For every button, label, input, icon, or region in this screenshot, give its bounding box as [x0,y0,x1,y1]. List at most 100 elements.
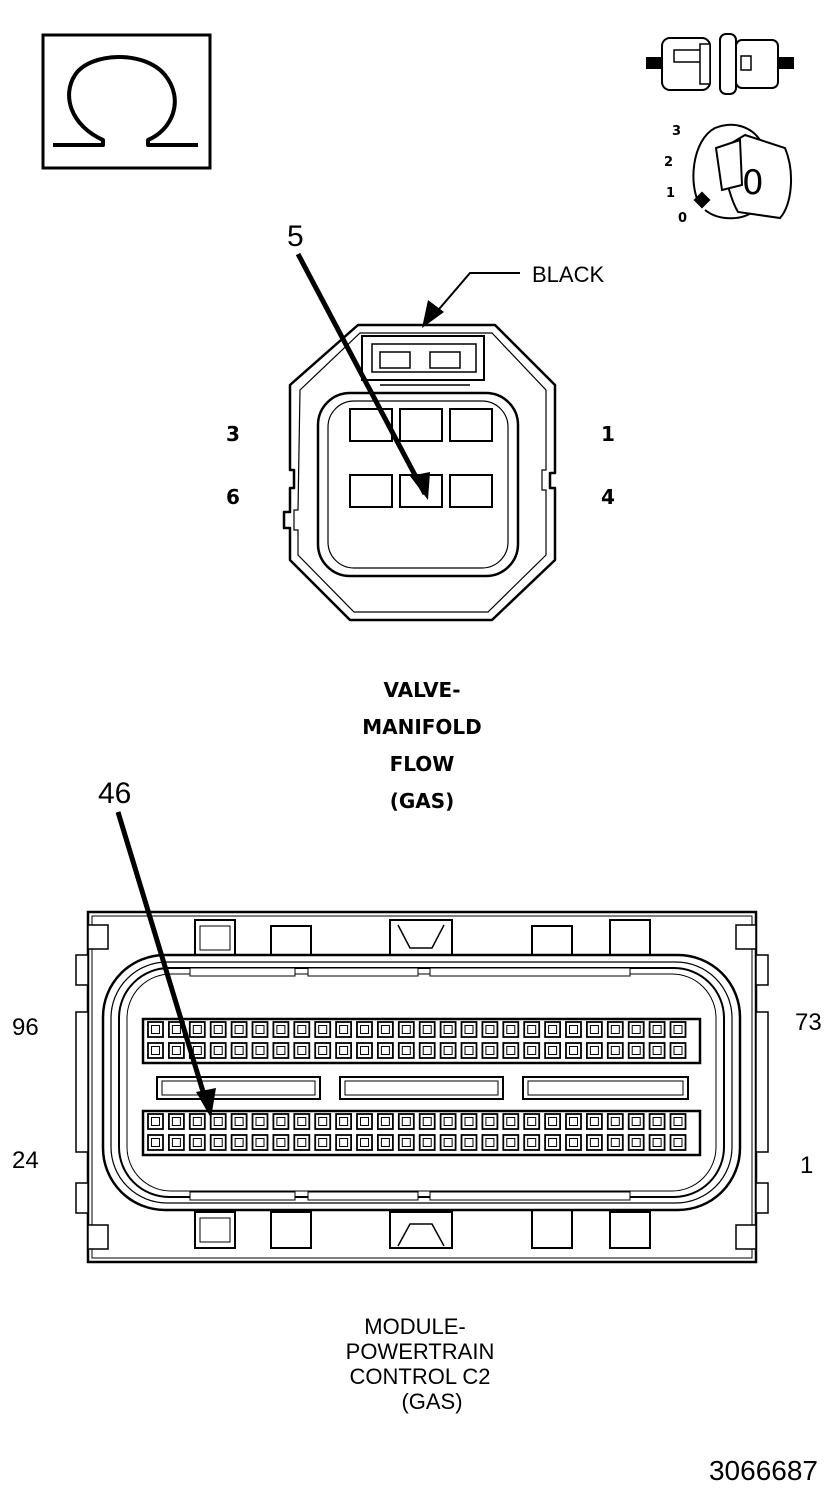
pin-cavity-inner [339,1025,349,1034]
ohm-icon [41,33,212,170]
pin-cavity [230,1021,248,1038]
pin-cavity-inner [380,1138,390,1147]
pin-cavity-inner [234,1138,244,1147]
ignition-key-off-icon: 3 2 1 0 0 [664,123,792,226]
pin-cavity [481,1113,499,1130]
pin-cavity-inner [610,1025,620,1034]
pin-cavity [523,1042,541,1059]
pin-cavity-inner [548,1138,558,1147]
pin-cavity-inner [443,1046,453,1055]
pin-cavity [272,1021,290,1038]
pin-cavity-inner [171,1138,181,1147]
pin-cavity-inner [234,1046,244,1055]
pin-cavity-inner [360,1046,369,1055]
pin-cavity [209,1021,227,1038]
pin-cavity [335,1134,353,1151]
pin-cavity-inner [527,1046,537,1055]
connector-2-pin-number-bottom-right: 1 [800,1152,813,1179]
ignition-key-label: 0 [742,163,764,203]
pin-cavity-inner [443,1117,453,1126]
pin-cavity [418,1042,436,1059]
pin-cavity-inner [589,1025,599,1034]
pin-cavity-inner [380,1117,390,1126]
pin-cavity [376,1021,394,1038]
pin-cavity [544,1134,561,1151]
pin-cavity [544,1021,561,1038]
pin-cavity-inner [443,1025,453,1034]
pin-cavity [460,1042,478,1059]
pin-cavity [502,1113,520,1130]
pin-cavity [586,1021,603,1038]
pin-cavity-inner [610,1138,620,1147]
pin-cavity [418,1113,436,1130]
pin-cavity [606,1042,624,1059]
pin-cavity-inner [297,1046,307,1055]
pin-cavity-inner [360,1117,369,1126]
pin-cavity-inner [631,1117,641,1126]
pin-cavity [544,1113,561,1130]
pin-cavity [314,1113,332,1130]
pin-cavity-inner [171,1117,181,1126]
pin-cavity [669,1021,687,1038]
pin-cavity [439,1113,457,1130]
pin-cavity [376,1134,394,1151]
pin-cavity-inner [318,1138,328,1147]
pin-cavity [565,1113,582,1130]
pin-cavity [167,1113,185,1130]
pin-cavity-inner [380,1025,390,1034]
pin-cavity [586,1134,603,1151]
pin-cavity-inner [422,1025,432,1034]
pin-cavity [188,1113,206,1130]
pin-cavity-inner [464,1025,474,1034]
pin-cavity-inner [464,1138,474,1147]
pin-cavity-inner [151,1025,160,1034]
pin-cavity-inner [589,1138,599,1147]
pin-cavity-inner [255,1117,265,1126]
pin-cavity-inner [151,1046,160,1055]
connector-2-pin-number-top-left: 96 [12,1014,39,1041]
pin-cavity-inner [151,1138,160,1147]
pin-cavity-inner [652,1046,662,1055]
pin-cavity-inner [631,1138,641,1147]
pin-cavity-inner [464,1117,474,1126]
pin-cavity [251,1134,269,1151]
connector-1-pin-number-bottom-right: 4 [601,485,615,509]
pin-cavity [648,1134,666,1151]
pin-cavity [209,1134,227,1151]
ignition-position-0: 0 [678,211,687,226]
pin-cavity-inner [569,1025,578,1034]
pin-cavity-inner [234,1117,244,1126]
pin-cavity [230,1113,248,1130]
pin-cavity-inner [360,1025,369,1034]
pin-cavity-inner [171,1025,181,1034]
pin-cavity-inner [171,1046,181,1055]
pin-cavity [356,1042,373,1059]
pin-cavity-inner [401,1046,411,1055]
pin-cavity [523,1113,541,1130]
connector-1-name-line-1: VALVE- [383,678,460,702]
connector-1-pin-number-top-right: 1 [601,422,615,446]
pin-cavity [523,1134,541,1151]
pin-cavity-inner [339,1117,349,1126]
pin-cavity [460,1113,478,1130]
connector-1-callout-arrow [295,252,428,496]
pin-cavity-inner [318,1046,328,1055]
pin-cavity [147,1134,164,1151]
pin-cavity-inner [192,1117,202,1126]
pin-cavity-inner [485,1138,495,1147]
pin-cavity-inner [380,1046,390,1055]
pin-cavity-inner [589,1117,599,1126]
pin-cavity [314,1042,332,1059]
pin-cavity [627,1042,645,1059]
pin-cavity [314,1134,332,1151]
pin-cavity-inner [548,1025,558,1034]
pin-cavity [209,1042,227,1059]
connector-1-name-line-4: (GAS) [390,789,455,813]
pin-cavity-inner [506,1025,516,1034]
pin-cavity-inner [631,1025,641,1034]
pin-cavity-inner [485,1025,495,1034]
pin-cavity [293,1134,311,1151]
pin-cavity [209,1113,227,1130]
pin-cavity [418,1134,436,1151]
pin-cavity-inner [339,1046,349,1055]
